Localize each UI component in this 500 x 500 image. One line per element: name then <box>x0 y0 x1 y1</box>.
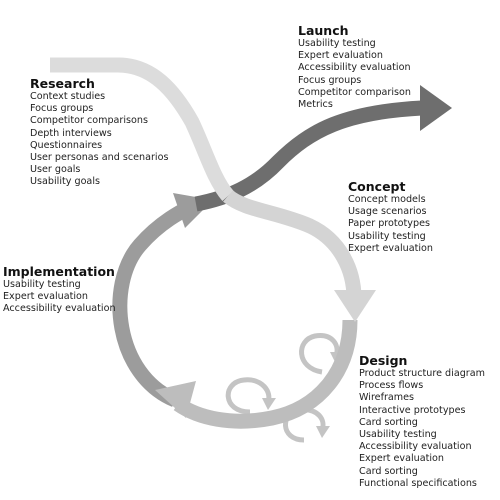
concept-band <box>223 189 362 299</box>
launch-phase: Launch Usability testing Expert evaluati… <box>298 23 411 111</box>
research-item: Context studies <box>30 91 106 102</box>
research-item: Depth interviews <box>30 127 112 139</box>
concept-item: Concept models <box>348 194 426 205</box>
launch-item: Usability testing <box>298 38 376 49</box>
research-item: User goals <box>30 164 81 176</box>
research-list: Context studies Focus groups Competitor … <box>30 91 168 189</box>
design-loop-arrow-2 <box>262 398 276 410</box>
design-item: Process flows <box>359 380 424 392</box>
design-item: Wireframes <box>359 392 415 404</box>
research-phase: Research Context studies Focus groups Co… <box>30 76 168 189</box>
concept-phase: Concept Concept models Usage scenarios P… <box>348 179 433 255</box>
design-list: Product structure diagram Process flows … <box>359 368 485 490</box>
research-item: Usability goals <box>30 176 100 188</box>
design-arrowhead <box>155 381 196 418</box>
launch-item: Competitor comparison <box>298 86 411 98</box>
implementation-item: Accessibility evaluation <box>3 303 116 315</box>
implementation-phase: Implementation Usability testing Expert … <box>3 264 116 316</box>
launch-item: Accessibility evaluation <box>298 62 411 74</box>
research-item: Questionnaires <box>30 139 103 151</box>
concept-arrowhead <box>334 290 376 322</box>
launch-item: Metrics <box>298 99 333 111</box>
launch-item: Expert evaluation <box>298 50 383 62</box>
implementation-list: Usability testing Expert evaluation Acce… <box>3 279 116 316</box>
launch-arrowhead <box>420 85 452 131</box>
design-phase: Design Product structure diagram Process… <box>359 353 485 490</box>
implementation-title: Implementation <box>3 264 115 279</box>
design-item: Card sorting <box>359 416 418 428</box>
concept-item: Usage scenarios <box>348 206 427 218</box>
concept-item: Expert evaluation <box>348 242 433 254</box>
design-item: Accessibility evaluation <box>359 441 472 453</box>
launch-item: Focus groups <box>298 74 362 86</box>
implementation-item: Usability testing <box>3 279 81 290</box>
design-item: Expert evaluation <box>359 453 444 465</box>
design-item: Functional specifications <box>359 477 477 489</box>
research-item: User personas and scenarios <box>30 152 169 164</box>
launch-list: Usability testing Expert evaluation Acce… <box>298 38 411 111</box>
design-item: Product structure diagram <box>359 368 485 379</box>
design-loop-arrow-3 <box>316 426 330 438</box>
design-item: Usability testing <box>359 429 437 441</box>
implementation-item: Expert evaluation <box>3 291 88 303</box>
design-item: Interactive prototypes <box>359 404 466 416</box>
launch-title: Launch <box>298 23 349 38</box>
design-band <box>173 319 358 429</box>
research-item: Competitor comparisons <box>30 115 148 127</box>
design-item: Card sorting <box>359 465 418 477</box>
research-item: Focus groups <box>30 103 94 115</box>
concept-list: Concept models Usage scenarios Paper pro… <box>348 194 433 255</box>
research-title: Research <box>30 76 95 91</box>
concept-item: Usability testing <box>348 230 426 242</box>
implementation-band <box>112 199 196 407</box>
design-title: Design <box>359 353 408 368</box>
research-band <box>50 57 234 201</box>
concept-item: Paper prototypes <box>348 218 430 230</box>
concept-title: Concept <box>348 179 406 194</box>
